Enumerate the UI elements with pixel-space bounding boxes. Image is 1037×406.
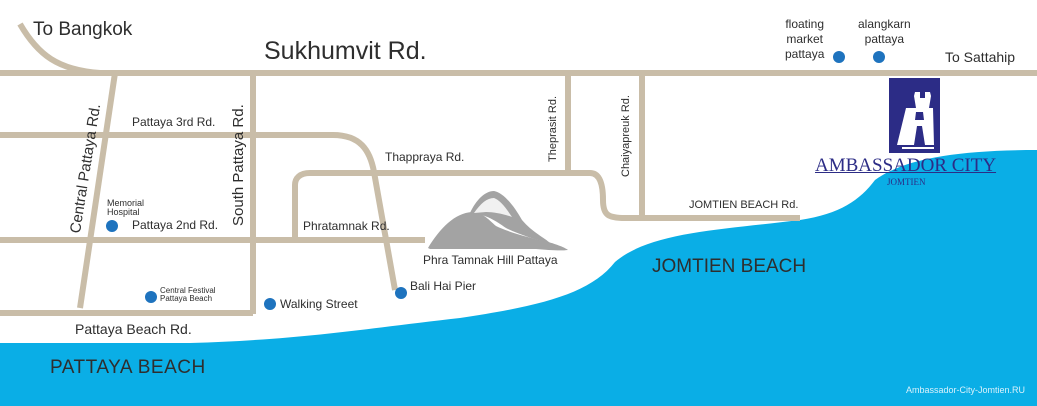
memorial-hospital-pin-icon[interactable]	[106, 220, 118, 232]
label-theprasit-rd: Theprasit Rd.	[547, 95, 559, 162]
label-central-festival: Central Festival Pattaya Beach	[160, 286, 216, 304]
label-pattaya-beach-rd: Pattaya Beach Rd.	[75, 321, 192, 337]
phra-tamnak-hill	[428, 191, 568, 251]
road-pattaya-3rd	[0, 132, 398, 291]
label-to-sattahip: To Sattahip	[945, 49, 1016, 65]
label-walking-street: Walking Street	[280, 297, 358, 311]
label-bali-hai-pier: Bali Hai Pier	[410, 279, 477, 293]
memorial-hospital-line-1: Memorial	[107, 198, 145, 208]
road-central-pattaya	[77, 72, 118, 309]
floating-market-line-3: pattaya	[785, 47, 825, 61]
label-chaiyapreuk-rd: Chaiyapreuk Rd.	[620, 95, 632, 177]
label-jomtien-beach: JOMTIEN BEACH	[652, 256, 807, 277]
label-to-bangkok: To Bangkok	[33, 19, 133, 40]
label-floating-market: floating market pattaya	[785, 17, 824, 62]
label-pattaya-2nd-rd: Pattaya 2nd Rd.	[132, 218, 219, 232]
sea	[0, 150, 1037, 406]
roads	[0, 22, 1037, 316]
central-festival-line-1: Central Festival	[160, 286, 216, 295]
label-alangkarn: alangkarn pattaya	[858, 17, 911, 47]
floating-market-pin-icon[interactable]	[833, 51, 845, 63]
label-sukhumvit-rd: Sukhumvit Rd.	[264, 37, 427, 65]
central-festival-line-2: Pattaya Beach	[160, 294, 213, 304]
label-jomtien-beach-rd: JOMTIEN BEACH Rd.	[689, 199, 799, 211]
memorial-hospital-line-2: Hospital	[107, 207, 140, 218]
bali-hai-pier-pin-icon[interactable]	[395, 287, 407, 299]
central-festival-pin-icon[interactable]	[145, 291, 157, 303]
alangkarn-line-1: alangkarn	[858, 17, 911, 31]
label-south-pattaya-rd: South Pattaya Rd.	[230, 104, 247, 226]
alangkarn-pin-icon[interactable]	[873, 51, 885, 63]
hotel-subtitle: JOMTIEN	[887, 177, 926, 187]
hotel-logo	[889, 78, 940, 153]
floating-market-line-2: market	[786, 32, 824, 46]
floating-market-line-1: floating	[785, 17, 825, 31]
label-thappraya-rd: Thappraya Rd.	[385, 150, 465, 164]
alangkarn-line-2: pattaya	[864, 32, 905, 46]
label-phratamnak-rd: Phratamnak Rd.	[303, 219, 390, 233]
road-thappraya	[292, 170, 800, 243]
hotel-name[interactable]: AMBASSADOR CITY	[815, 155, 997, 176]
watermark: Ambassador-City-Jomtien.RU	[906, 385, 1026, 395]
label-phra-tamnak-hill: Phra Tamnak Hill Pattaya	[423, 253, 558, 267]
label-pattaya-3rd-rd: Pattaya 3rd Rd.	[132, 115, 216, 129]
walking-street-pin-icon[interactable]	[264, 298, 276, 310]
label-pattaya-beach: PATTAYA BEACH	[50, 357, 206, 378]
label-memorial-hospital: Memorial Hospital	[107, 198, 145, 218]
